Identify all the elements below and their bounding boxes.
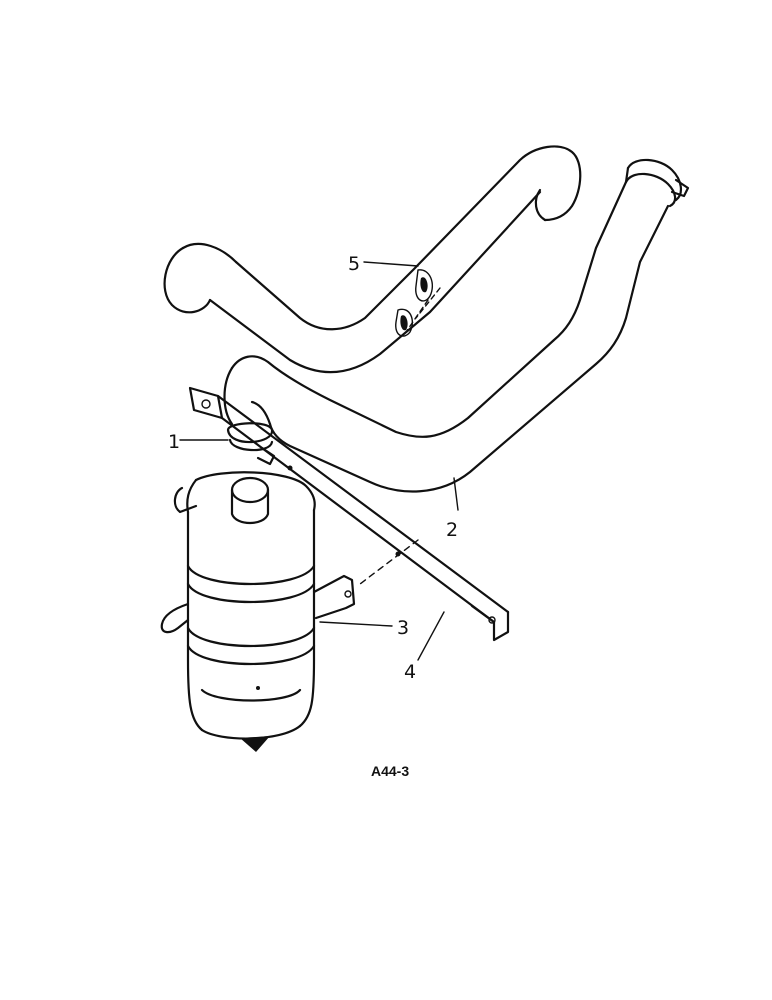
callout-3: 3 (397, 617, 409, 639)
callout-1: 1 (168, 431, 180, 453)
callout-4: 4 (404, 661, 416, 683)
muffler (160, 471, 356, 752)
upper-exhaust-pipe (163, 145, 582, 374)
figure-id: A44-3 (371, 763, 409, 779)
callout-5: 5 (348, 253, 360, 275)
mounting-bracket (188, 386, 510, 642)
leader-lines (179, 261, 459, 661)
callout-2: 2 (446, 519, 458, 541)
lower-exhaust-pipe (223, 158, 690, 493)
